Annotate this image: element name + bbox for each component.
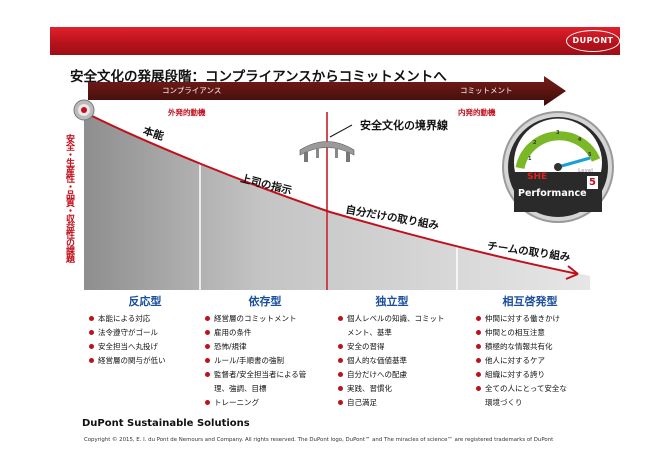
list-item: 個人的な価値基準 [337, 354, 445, 368]
boundary-pointer [329, 124, 353, 138]
stage-independent-title: 独立型 [375, 295, 409, 308]
list-item: 本能による対応 [88, 312, 166, 326]
list-item: 監督者/安全担当者による管 [204, 368, 306, 382]
compliance-label: コンプライアンス [162, 86, 222, 95]
list-item-continued: 環境づくり [485, 398, 523, 407]
stage-dependent-list: 経営層のコミットメント 雇用の条件 恐怖/規律 ルール/手順書の強制 監督者/安… [204, 312, 306, 410]
bridge-icon [299, 141, 355, 162]
culture-curve [83, 111, 579, 275]
page-title: 安全文化の発展段階：コンプライアンスからコミットメントへ [70, 69, 447, 85]
list-item: 安全担当へ丸投げ [88, 340, 166, 354]
gauge-level: 5 [587, 176, 598, 189]
stage-independent-list: 個人レベルの知識、コミット メント、基準 安全の習得 個人的な価値基準 自分だけ… [337, 312, 445, 410]
list-item: ルール/手順書の強制 [204, 354, 306, 368]
footer-brand: DuPont Sustainable Solutions [82, 418, 250, 429]
list-item: 経営層のコミットメント [204, 312, 306, 326]
she-performance-gauge [502, 111, 614, 223]
gauge-tick-5: 5 [588, 152, 592, 158]
list-item: 積極的な情報共有化 [475, 340, 567, 354]
compliance-commitment-arrow [88, 76, 566, 106]
list-item: 雇用の条件 [204, 326, 306, 340]
list-item: 実践、習慣化 [337, 382, 445, 396]
stage-interdependent-list: 仲間に対する働きかけ 仲間との相互注意 積極的な情報共有化 他人に対するケア 組… [475, 312, 567, 410]
boundary-label: 安全文化の境界線 [360, 119, 448, 132]
risk-area [84, 112, 590, 290]
list-item: 恐怖/規律 [204, 340, 306, 354]
gauge-tick-3: 3 [556, 130, 560, 136]
internal-motive: 内発的動機 [458, 108, 496, 117]
list-item: 仲間に対する働きかけ [475, 312, 567, 326]
copyright-notice: Copyright © 2015, E. I. du Pont de Nemou… [84, 437, 554, 443]
stage-interdependent-title: 相互啓発型 [502, 295, 558, 308]
commitment-label: コミットメント [460, 86, 513, 95]
header-bar [50, 27, 620, 55]
gauge-she: SHE [527, 172, 548, 182]
list-item: 法令遵守がゴール [88, 326, 166, 340]
list-item: 経営層の関与が低い [88, 354, 166, 368]
stage-reactive-title: 反応型 [128, 295, 162, 308]
curve-arrowhead [565, 265, 579, 280]
start-badge-icon [73, 99, 95, 121]
gauge-tick-4: 4 [578, 137, 582, 143]
list-item: トレーニング [204, 396, 306, 410]
stage-dependent-title: 依存型 [248, 295, 282, 308]
list-item: 全ての人にとって安全な [475, 382, 567, 396]
stage-reactive-list: 本能による対応 法令遵守がゴール 安全担当へ丸投げ 経営層の関与が低い [88, 312, 166, 368]
dupont-logo: DUPONT [566, 30, 620, 52]
side-issues-label: 安全・生産性・品質・収益性の課題 [64, 134, 74, 262]
list-item: 組織に対する誇り [475, 368, 567, 382]
gauge-performance: Performance [518, 188, 587, 199]
list-item-continued: 理、強調、目標 [214, 384, 267, 393]
gauge-tick-2: 2 [533, 140, 537, 146]
gauge-needle [557, 156, 591, 169]
gauge-tick-1: 1 [528, 156, 532, 162]
list-item: 他人に対するケア [475, 354, 567, 368]
list-item-continued: メント、基準 [347, 328, 392, 337]
list-item: 仲間との相互注意 [475, 326, 567, 340]
list-item: 自己満足 [337, 396, 445, 410]
gauge-level-word: Level [578, 168, 593, 174]
list-item: 個人レベルの知識、コミット [337, 312, 445, 326]
external-motive: 外発的動機 [168, 108, 206, 117]
list-item: 自分だけへの配慮 [337, 368, 445, 382]
list-item: 安全の習得 [337, 340, 445, 354]
